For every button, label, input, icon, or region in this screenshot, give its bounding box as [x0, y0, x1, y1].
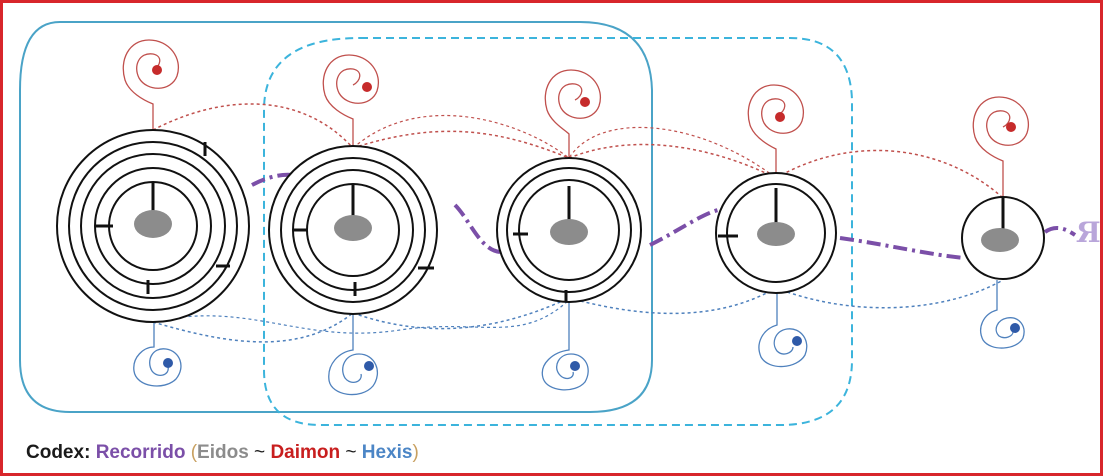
caption-hexis: Hexis [361, 442, 413, 463]
caption-eidos: Eidos [197, 442, 249, 463]
hexis-link-bottom-4 [775, 279, 1004, 309]
caption-daimon: Daimon [270, 442, 341, 463]
hexis-spiral-5 [980, 280, 1025, 349]
stage-3-eidos-core [550, 219, 588, 245]
daimon-link-top-2 [352, 130, 570, 159]
hexis-link-bottom-3 [568, 287, 777, 315]
recorrido-path [251, 172, 1077, 260]
daimon-spirals [122, 39, 1029, 199]
stage-1-eidos-core [134, 210, 172, 238]
caption-tilde-1: ~ [248, 442, 271, 463]
daimon-spiral-2 [322, 54, 379, 147]
end-glyph: Я [1076, 216, 1101, 249]
daimon-spiral-5 [972, 96, 1029, 199]
stage-5-eidos-core [981, 228, 1019, 252]
hexis-spiral-3 [541, 300, 589, 391]
solid-region [19, 21, 653, 413]
hexis-spiral-2 [328, 314, 378, 396]
caption-open-paren: ( [190, 442, 198, 463]
caption-tilde-2: ~ [340, 442, 362, 463]
hexis-link-bottom-2 [352, 297, 570, 330]
caption-recorrido: Recorrido [95, 442, 186, 463]
dashed-region [263, 37, 853, 426]
daimon-link-top-3 [568, 143, 777, 179]
caption-close-paren: ) [412, 442, 419, 463]
daimon-spiral-3 [544, 69, 601, 158]
hexis-spirals [133, 280, 1025, 396]
stage-4-eidos-core [757, 222, 795, 246]
daimon-spiral-1 [122, 39, 179, 130]
stage-2-eidos-core [334, 215, 372, 241]
hexis-spiral-1 [133, 320, 182, 387]
codex-caption: Codex: Recorrido (Eidos ~ Daimon ~ Hexis… [26, 442, 419, 464]
daimon-spiral-4 [747, 84, 804, 179]
hexis-spiral-4 [758, 290, 808, 368]
caption-label: Codex: [26, 442, 91, 463]
hexis-link-bottom-5 [152, 299, 570, 334]
daimon-link-top-1 [152, 103, 354, 149]
